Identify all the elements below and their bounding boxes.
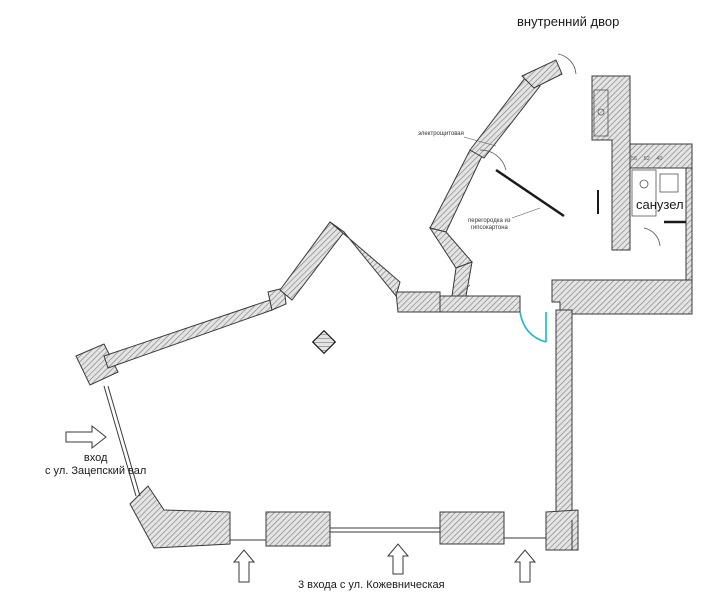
- wall-upper-left-diagonal: [103, 299, 273, 369]
- window-left: [103, 385, 137, 497]
- arrow-bottom-3-icon: [513, 549, 537, 583]
- wall-block-mid: [395, 291, 441, 313]
- stair-line: [457, 284, 471, 297]
- arrow-bottom-1-icon: [232, 549, 256, 583]
- electrical-panel-label: электрощитовая: [418, 131, 464, 137]
- entry-bottom-label: 3 входа с ул. Кожевническая: [298, 579, 445, 591]
- leader-partition: [511, 207, 541, 219]
- partition-label-line2: гипсокартона: [470, 225, 508, 231]
- leader-electrical: [463, 136, 497, 147]
- door-wing-swing: [479, 149, 507, 171]
- door-bath-swing: [643, 227, 661, 247]
- wall-pillar-lower-right: [545, 509, 579, 551]
- wall-wing-upper: [469, 77, 541, 159]
- wall-bottom-segment-2: [265, 511, 331, 547]
- kitchen-counter: [593, 89, 609, 137]
- partition-label: перегородка из гипсокартона: [468, 218, 511, 232]
- column-icon: [311, 329, 337, 355]
- courtyard-label: внутренний двор: [517, 14, 620, 29]
- wall-bottom-segment-3: [439, 511, 505, 545]
- wall-top-main: [439, 295, 521, 313]
- wall-pillar-left: [75, 343, 119, 386]
- arrow-left-entry-icon: [65, 424, 107, 450]
- wall-wing-left-lower: [428, 227, 473, 269]
- wall-wing-right: [591, 75, 631, 251]
- arrow-bottom-2-icon: [386, 543, 410, 575]
- bathroom-dimensions: 56 52 40: [631, 156, 663, 162]
- bathroom-label: санузел: [636, 197, 684, 212]
- wall-upper-left-segment: [267, 287, 287, 311]
- entry-left-line1: вход: [83, 452, 108, 464]
- wall-upper-diagonal: [279, 221, 345, 301]
- wall-bottom-left: [129, 485, 231, 549]
- entry-left-label: вход с ул. Зацепский вал: [45, 452, 146, 478]
- shower-tray: [659, 173, 679, 193]
- partition-label-line1: перегородка из: [468, 218, 511, 224]
- entry-left-line2: с ул. Зацепский вал: [45, 465, 147, 477]
- wall-wing-top: [521, 59, 563, 89]
- door-cyan-arc: [519, 311, 547, 343]
- partition-wall: [495, 168, 565, 218]
- bath-fixture: [631, 169, 657, 217]
- door-yard-swing: [557, 53, 577, 75]
- wall-right-block: [551, 279, 693, 315]
- toilet-icon: [639, 179, 649, 189]
- window-left-inner: [107, 385, 141, 497]
- sink-icon: [597, 108, 605, 116]
- wall-right-main: [555, 309, 573, 521]
